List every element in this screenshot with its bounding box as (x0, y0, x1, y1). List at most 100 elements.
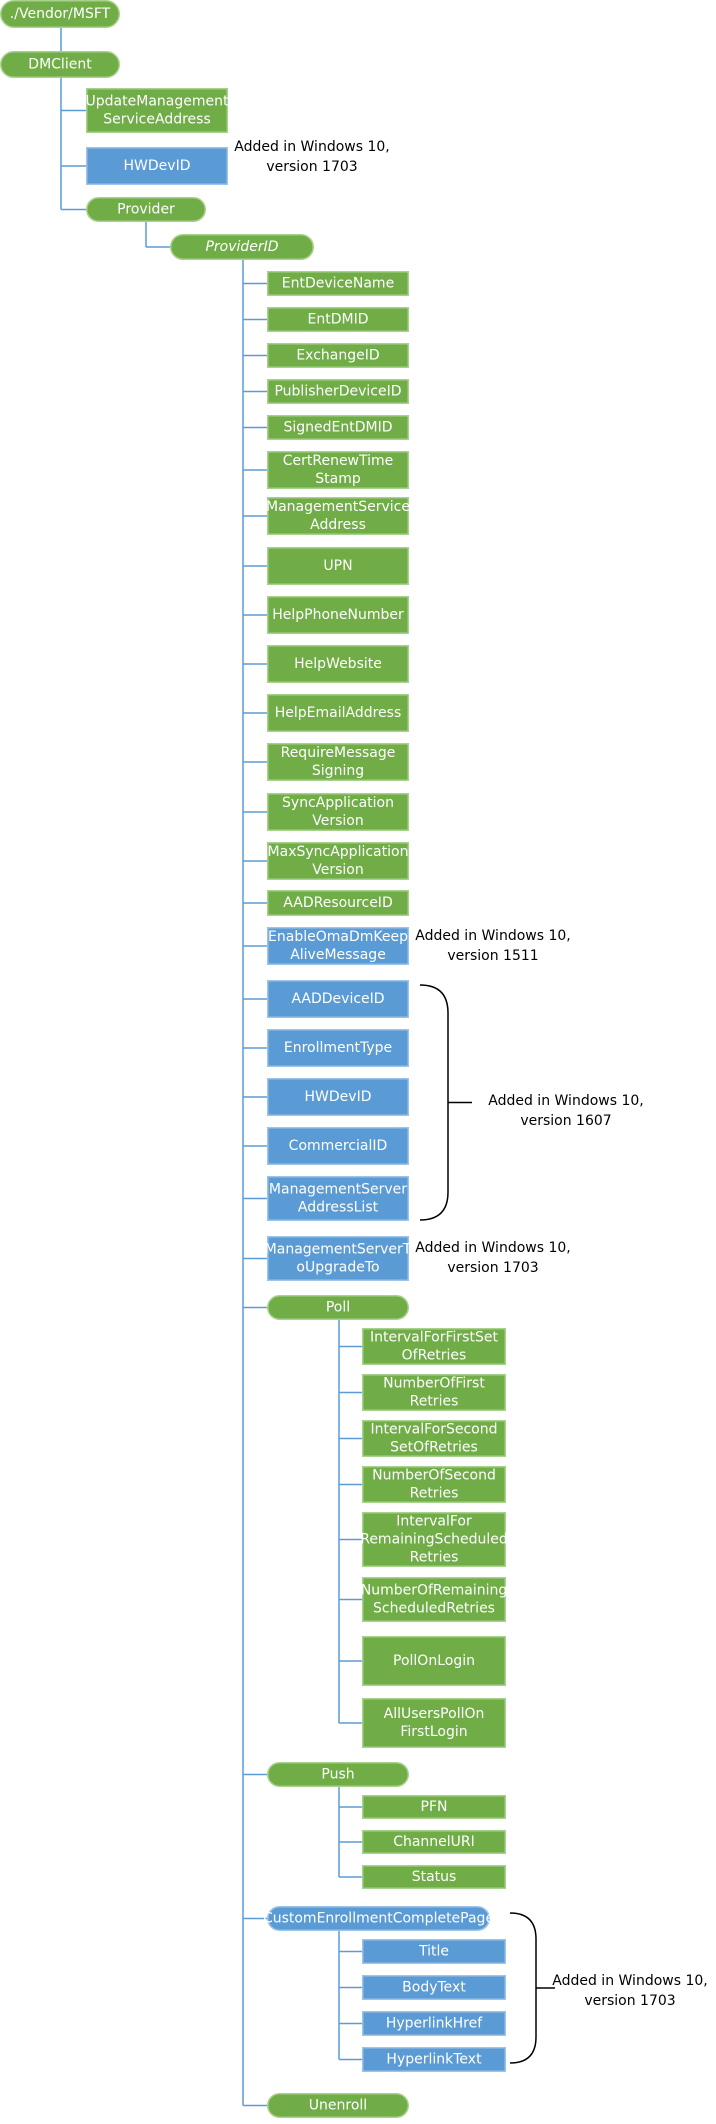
note-line: Added in Windows 10, (415, 1240, 570, 1256)
node-helpwebsite: HelpWebsite (267, 645, 409, 683)
version-note: Added in Windows 10,version 1511 (415, 928, 570, 964)
node-shape (267, 1127, 409, 1165)
node-label: OfRetries (402, 1348, 467, 1364)
node-label: EnrollmentType (284, 1040, 392, 1056)
node-label: UpdateManagement (86, 94, 229, 110)
node-shape (267, 497, 409, 535)
node-label: Version (312, 813, 363, 829)
note-line: version 1511 (447, 948, 538, 964)
node-root: ./Vendor/MSFT (0, 0, 120, 28)
node-label: HelpPhoneNumber (272, 607, 404, 623)
node-shape (0, 0, 120, 28)
node-shape (0, 51, 120, 78)
node-label: Provider (117, 202, 175, 218)
node-label: CommercialID (289, 1138, 388, 1154)
node-label: Address (310, 517, 366, 533)
node-shape (362, 1698, 506, 1748)
node-shape (267, 307, 409, 332)
version-note: Added in Windows 10, version 1703 (415, 1240, 570, 1276)
node-helpemail: HelpEmailAddress (267, 694, 409, 732)
node-label: Version (312, 862, 363, 878)
node-label: EntDMID (308, 312, 369, 328)
node-label: IntervalForFirstSet (370, 1330, 498, 1346)
node-shape (362, 1420, 506, 1457)
note-line: Added in Windows 10, (552, 1973, 707, 1989)
node-label: Unenroll (309, 2098, 367, 2114)
node-shape (362, 1975, 506, 2000)
node-label: ServiceAddress (103, 112, 211, 128)
node-helpphone: HelpPhoneNumber (267, 596, 409, 634)
node-shape (267, 343, 409, 368)
node-shape (267, 694, 409, 732)
node-push: Push (267, 1762, 409, 1787)
node-pollonlogin: PollOnLogin (362, 1636, 506, 1686)
node-shape (362, 1939, 506, 1964)
node-label: EntDeviceName (282, 276, 394, 292)
node-exchangeid: ExchangeID (267, 343, 409, 368)
note-bracket (509, 1912, 537, 2064)
node-hyperlinktext: HyperlinkText (362, 2047, 506, 2072)
node-shape (362, 1795, 506, 1819)
note-brackets (419, 984, 555, 2064)
node-label: Signing (312, 763, 364, 779)
node-label: ManagementServer (269, 1182, 407, 1198)
node-entdevicename: EntDeviceName (267, 271, 409, 296)
note-line: version 1703 (447, 1260, 538, 1276)
node-label: Retries (410, 1550, 459, 1566)
node-label: EnableOmaDmKeep (268, 929, 408, 945)
node-enrollmenttype: EnrollmentType (267, 1029, 409, 1067)
node-shape (267, 596, 409, 634)
node-customenroll: CustomEnrollmentCompletePage (263, 1906, 494, 1931)
node-label: ./Vendor/MSFT (10, 6, 111, 22)
node-shape (267, 1236, 409, 1281)
node-label: HelpEmailAddress (275, 705, 402, 721)
node-shape (267, 1078, 409, 1116)
node-shape (267, 793, 409, 831)
node-shape (267, 890, 409, 916)
node-label: UPN (323, 558, 352, 574)
version-note: Added in Windows 10,version 1703 (552, 1973, 707, 2009)
node-shape (267, 1906, 490, 1931)
node-label: SetOfRetries (390, 1440, 478, 1456)
node-shape (362, 1577, 506, 1622)
node-shape (86, 88, 228, 133)
node-label: AllUsersPollOn (384, 1706, 485, 1722)
tree-nodes: ./Vendor/MSFT DMClientUpdateManagementSer… (0, 0, 508, 2118)
node-label: PFN (421, 1799, 448, 1815)
node-status: Status (362, 1865, 506, 1889)
node-shape (267, 271, 409, 296)
node-label: AddressList (298, 1200, 379, 1216)
node-shape (267, 451, 409, 489)
tree-connectors (60, 28, 362, 2107)
node-label: PollOnLogin (393, 1653, 475, 1669)
node-hwdevid_mid: HWDevID (267, 1078, 409, 1116)
node-shape (267, 1295, 409, 1320)
node-shape (362, 1328, 506, 1365)
note-line: Added in Windows 10, (488, 1093, 643, 1109)
node-shape (267, 980, 409, 1018)
version-note: Added in Windows 10, version 1607 (488, 1093, 643, 1129)
node-label: NumberOfFirst (383, 1376, 485, 1392)
node-shape (267, 1762, 409, 1787)
note-line: version 1607 (520, 1113, 611, 1129)
node-shape (362, 1865, 506, 1889)
note-line: version 1703 (266, 159, 357, 175)
node-shape (267, 1029, 409, 1067)
node-shape (267, 415, 409, 440)
node-label: SyncApplication (282, 795, 394, 811)
node-providerid: ProviderID (170, 234, 314, 260)
node-label: DMClient (28, 57, 92, 73)
node-shape (86, 147, 228, 185)
